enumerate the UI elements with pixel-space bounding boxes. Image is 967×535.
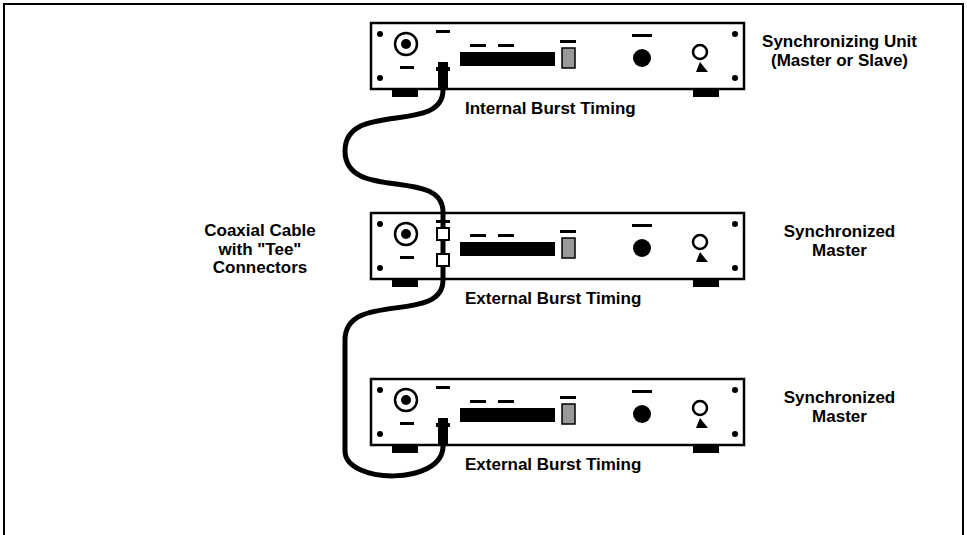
screw (732, 31, 738, 37)
unit-name: Synchronized Master (757, 389, 922, 426)
cable-plug (438, 62, 448, 90)
control-knob (633, 239, 651, 257)
jack-tab (696, 252, 708, 262)
screw (732, 75, 738, 81)
screw (377, 31, 383, 37)
indicator-lamp (562, 404, 575, 424)
foot (392, 89, 418, 97)
rack-unit-drawing (370, 22, 745, 100)
screw (732, 387, 738, 393)
panel-marking (400, 66, 414, 69)
unit-name: Synchronized Master (757, 223, 922, 260)
panel-marking (498, 44, 514, 47)
panel-marking (470, 44, 486, 47)
panel-marking (632, 34, 652, 37)
rack-unit: Synchronized MasterExternal Burst Timing (370, 212, 745, 280)
rack-unit-drawing (370, 212, 745, 290)
control-knob (633, 49, 651, 67)
unit-name: Synchronizing Unit (Master or Slave) (757, 33, 922, 70)
screw (732, 431, 738, 437)
screw (732, 221, 738, 227)
screw (732, 265, 738, 271)
timing-mode: Internal Burst Timing (465, 100, 636, 119)
panel-marking (560, 396, 576, 399)
power-knob (395, 389, 417, 411)
front-panel (371, 23, 744, 89)
output-jack (693, 45, 707, 59)
power-knob-center (401, 39, 411, 49)
panel-marking (470, 234, 486, 237)
foot (392, 445, 418, 453)
panel-marking (436, 386, 450, 389)
power-knob (395, 33, 417, 55)
foot (392, 279, 418, 287)
tee-connector (437, 228, 449, 240)
output-jack (693, 235, 707, 249)
screw (377, 221, 383, 227)
frame-border (4, 4, 963, 535)
indicator-lamp (562, 48, 575, 68)
switch-bank (460, 52, 555, 66)
foot (693, 445, 719, 453)
panel-marking (436, 30, 450, 33)
screw (377, 431, 383, 437)
timing-mode: External Burst Timing (465, 290, 641, 309)
panel-marking (400, 422, 414, 425)
timing-mode: External Burst Timing (465, 456, 641, 475)
rack-unit: Synchronizing Unit (Master or Slave)Inte… (370, 22, 745, 90)
panel-marking (560, 230, 576, 233)
screw (377, 387, 383, 393)
front-panel (371, 213, 744, 279)
screw (377, 75, 383, 81)
panel-marking (400, 256, 414, 259)
power-knob-center (401, 395, 411, 405)
screw (377, 265, 383, 271)
control-knob (633, 405, 651, 423)
power-knob-center (401, 229, 411, 239)
cable-label: Coaxial Cable with "Tee" Connectors (185, 222, 335, 278)
rack-unit: Synchronized MasterExternal Burst Timing (370, 378, 745, 446)
panel-marking (560, 40, 576, 43)
coax-cable (345, 90, 443, 212)
rack-unit-drawing (370, 378, 745, 456)
panel-marking (632, 390, 652, 393)
foot (693, 279, 719, 287)
coax-cable (441, 212, 446, 280)
jack-tab (696, 62, 708, 72)
front-panel (371, 379, 744, 445)
cable-plug (438, 418, 448, 446)
tee-connector (437, 254, 449, 266)
power-knob (395, 223, 417, 245)
foot (693, 89, 719, 97)
panel-marking (632, 224, 652, 227)
switch-bank (460, 242, 555, 256)
panel-marking (498, 400, 514, 403)
output-jack (693, 401, 707, 415)
panel-marking (498, 234, 514, 237)
jack-tab (696, 418, 708, 428)
indicator-lamp (562, 238, 575, 258)
switch-bank (460, 408, 555, 422)
panel-marking (470, 400, 486, 403)
